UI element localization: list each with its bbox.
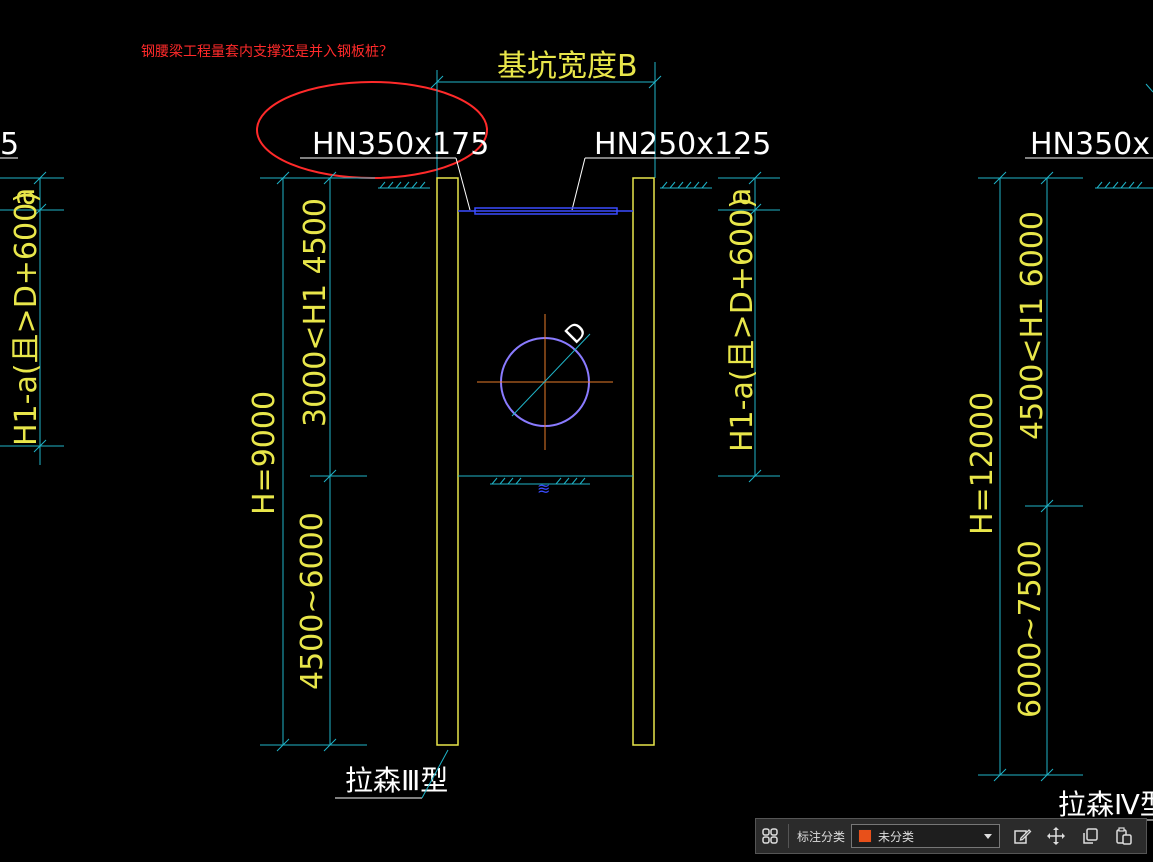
beam-label-right: HN250x125	[594, 127, 771, 162]
dim-mid-upper: 3000<H1 4500	[298, 198, 333, 427]
edit-button[interactable]	[1008, 822, 1036, 850]
category-color-swatch	[858, 829, 873, 843]
h-total-mid: H=9000	[247, 391, 282, 515]
far-right-dimension-lines	[978, 171, 1083, 782]
h-total-right: H=12000	[965, 392, 1000, 535]
left-dimension-lines	[0, 171, 64, 465]
dim-mid-lower: 4500~6000	[295, 512, 330, 690]
chevron-down-icon	[984, 834, 993, 839]
annotation-question: 钢腰梁工程量套内支撑还是并入钢板桩？	[141, 43, 393, 60]
dim-right-lower: 6000~7500	[1013, 540, 1048, 718]
copy-icon	[1083, 828, 1098, 844]
pile-type-mid: 拉森Ⅲ型	[345, 764, 448, 797]
move-icon	[1047, 827, 1066, 845]
beam-label-left: HN350x175	[312, 127, 489, 162]
pipe-circle	[477, 314, 613, 450]
pile-type-right: 拉森Ⅳ型	[1058, 788, 1153, 821]
dim-embed-left: H1-a(且>D+600)	[9, 191, 44, 446]
paste-icon	[1116, 827, 1132, 845]
grid-icon	[762, 828, 778, 844]
paste-button[interactable]	[1110, 822, 1138, 850]
toolbar-divider	[788, 824, 789, 848]
right-dimension-lines	[718, 171, 780, 483]
category-selected-value: 未分类	[878, 829, 915, 844]
dim-right-upper: 4500<H1 6000	[1015, 211, 1050, 440]
water-mark: ≋	[537, 479, 550, 498]
grid-view-button[interactable]	[756, 822, 784, 850]
width-dimension	[430, 62, 662, 178]
beam-label-far-left: 5	[0, 127, 19, 162]
strut-beam	[458, 207, 633, 215]
category-select[interactable]: 未分类	[851, 824, 1001, 848]
dim-a-left: a	[7, 188, 42, 206]
edit-icon	[1014, 829, 1032, 844]
copy-button[interactable]	[1076, 822, 1104, 850]
dim-embed-right: H1-a(且>D+600)	[725, 197, 760, 452]
annotation-toolbar: 标注分类 未分类	[755, 818, 1147, 854]
sheet-piles	[436, 177, 655, 746]
ground-hatch	[378, 181, 1153, 485]
diameter-label: D	[559, 316, 592, 349]
beam-label-far-right: HN350x17	[1030, 127, 1153, 162]
move-button[interactable]	[1042, 822, 1070, 850]
category-label: 标注分类	[797, 829, 846, 844]
mid-dimension-lines	[260, 171, 375, 752]
dim-a-right: a	[723, 188, 758, 206]
width-label: 基坑宽度B	[497, 49, 638, 84]
